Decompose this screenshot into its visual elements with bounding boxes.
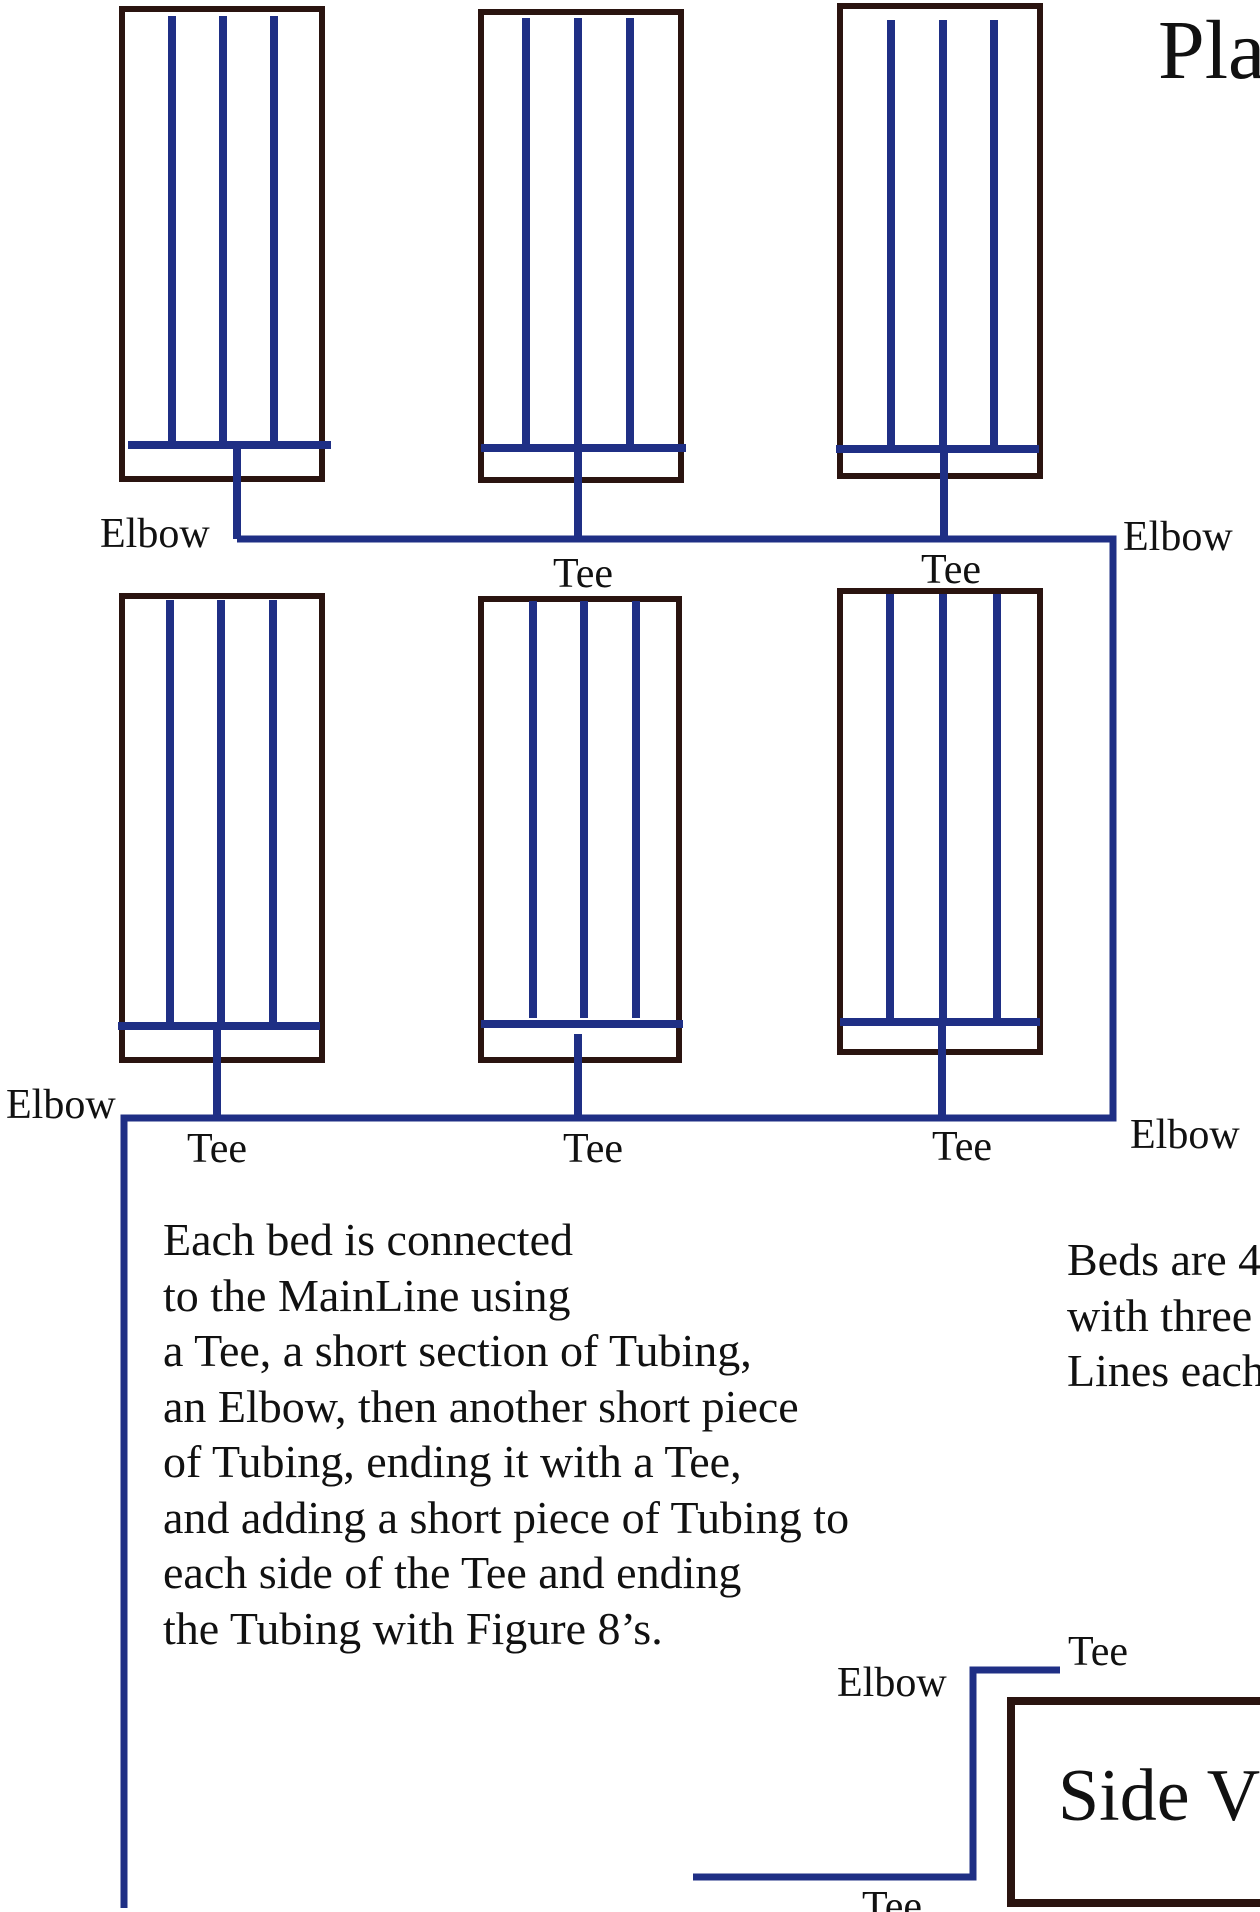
side-view: Side V Elbow Tee Tee [693, 1629, 1260, 1912]
description-line: a Tee, a short section of Tubing, [163, 1325, 752, 1376]
tee-label-bottom-1: Tee [187, 1126, 247, 1172]
side-view-tubing [693, 1666, 1060, 1881]
description-line: and adding a short piece of Tubing to [163, 1491, 850, 1543]
elbow-label-top-left: Elbow [100, 511, 210, 557]
plan-title: Pla [1158, 4, 1260, 97]
side-view-tee-bottom-label: Tee [862, 1884, 922, 1912]
tee-label-bottom-2: Tee [563, 1126, 623, 1172]
bed-top-2 [478, 9, 686, 539]
main-line [120, 535, 1117, 1908]
side-view-tee-top-label: Tee [1068, 1629, 1128, 1675]
bed-top-3 [836, 3, 1043, 539]
side-view-title: Side V [1058, 1755, 1260, 1837]
side-view-bed [1007, 1697, 1260, 1907]
beds-note: Beds are 4 with three Lines each [1067, 1232, 1260, 1399]
beds-note-line: Beds are 4 [1067, 1234, 1260, 1285]
description-line: each side of the Tee and ending [163, 1547, 742, 1598]
elbow-label-top-right: Elbow [1123, 514, 1233, 560]
beds-note-line: Lines each [1067, 1345, 1260, 1396]
elbow-label-bottom-right: Elbow [1130, 1112, 1240, 1158]
connection-description: Each bed is connected to the MainLine us… [163, 1212, 923, 1656]
tee-label-bottom-3: Tee [932, 1124, 992, 1170]
bed-bottom-2 [478, 596, 683, 1118]
description-line: Each bed is connected [163, 1214, 573, 1265]
beds-note-line: with three [1067, 1289, 1253, 1341]
tee-label-top-2: Tee [553, 551, 613, 597]
tee-label-top-3: Tee [921, 547, 981, 593]
bed-bottom-3 [837, 588, 1043, 1118]
description-line: to the MainLine using [163, 1269, 571, 1321]
description-line: an Elbow, then another short piece [163, 1380, 799, 1432]
side-view-elbow-label: Elbow [837, 1660, 947, 1706]
description-line: of Tubing, ending it with a Tee, [163, 1436, 742, 1487]
elbow-label-bottom-left: Elbow [6, 1082, 116, 1128]
bed-top-1 [119, 6, 331, 539]
bed-bottom-1 [118, 593, 325, 1118]
description-line: the Tubing with Figure 8’s. [163, 1602, 663, 1654]
